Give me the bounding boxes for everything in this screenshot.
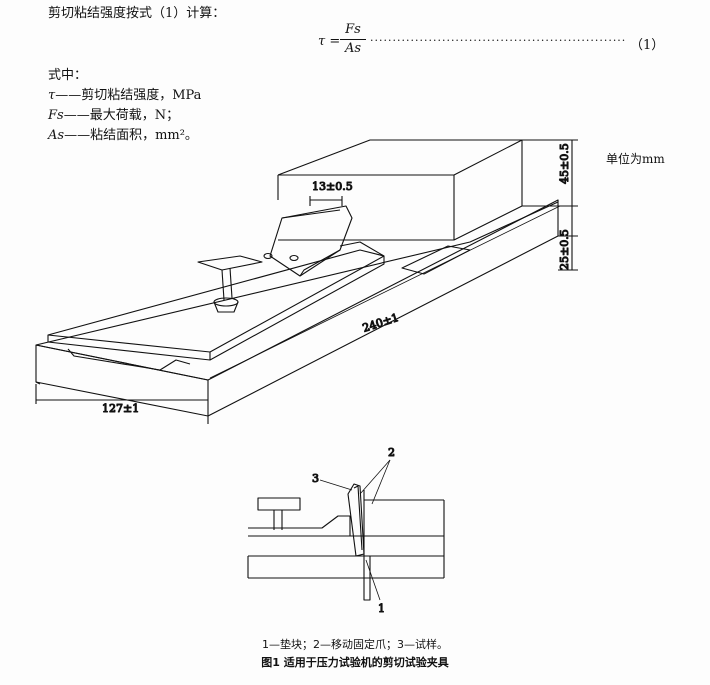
definition-fs: Fs——最大荷载，N； bbox=[48, 108, 179, 124]
formula-lhs: τ = bbox=[318, 34, 341, 49]
definition-text: 最大荷载，N； bbox=[89, 108, 180, 123]
definition-as: As——粘结面积，mm²。 bbox=[48, 128, 198, 144]
section-label-3: 3 bbox=[312, 472, 319, 485]
caption-title: 图1 适用于压力试验机的剪切试验夹具 bbox=[261, 656, 449, 669]
formula-denominator: As bbox=[344, 41, 362, 56]
definition-dash: —— bbox=[63, 108, 90, 123]
definition-symbol: τ bbox=[48, 88, 56, 103]
fixture-isometric bbox=[35, 139, 578, 424]
dim-height-45: 45±0.5 bbox=[558, 143, 571, 184]
intro-text: 剪切粘结强度按式（1）计算： bbox=[48, 6, 226, 21]
fraction-bar bbox=[340, 39, 366, 40]
formula-number: （1） bbox=[630, 38, 665, 53]
formula-leader-dots: ········································… bbox=[370, 34, 626, 47]
definition-text: 剪切粘结强度，MPa bbox=[81, 88, 202, 103]
formula-fraction: Fs As bbox=[340, 22, 366, 57]
section-label-2: 2 bbox=[388, 446, 395, 459]
definition-dash: —— bbox=[55, 88, 82, 103]
dim-height-25: 25±0.5 bbox=[558, 229, 571, 270]
dim-top-width: 13±0.5 bbox=[312, 180, 353, 193]
definition-symbol: Fs bbox=[48, 108, 64, 123]
definition-symbol: As bbox=[48, 128, 65, 143]
formula-numerator: Fs bbox=[345, 22, 361, 37]
formula: τ = Fs As ······························… bbox=[318, 22, 668, 62]
unit-note: 单位为mm bbox=[606, 152, 665, 166]
caption-legend: 1—垫块；2—移动固定爪；3—试样。 bbox=[262, 638, 448, 651]
definition-text: 粘结面积，mm²。 bbox=[90, 128, 198, 143]
where-label: 式中： bbox=[48, 68, 88, 83]
section-label-1: 1 bbox=[378, 602, 385, 615]
definition-dash: —— bbox=[64, 128, 91, 143]
definition-tau: τ——剪切粘结强度，MPa bbox=[48, 88, 201, 104]
fixture-section bbox=[247, 459, 445, 601]
dim-length: 240±1 bbox=[361, 311, 400, 335]
dim-width: 127±1 bbox=[102, 402, 139, 415]
